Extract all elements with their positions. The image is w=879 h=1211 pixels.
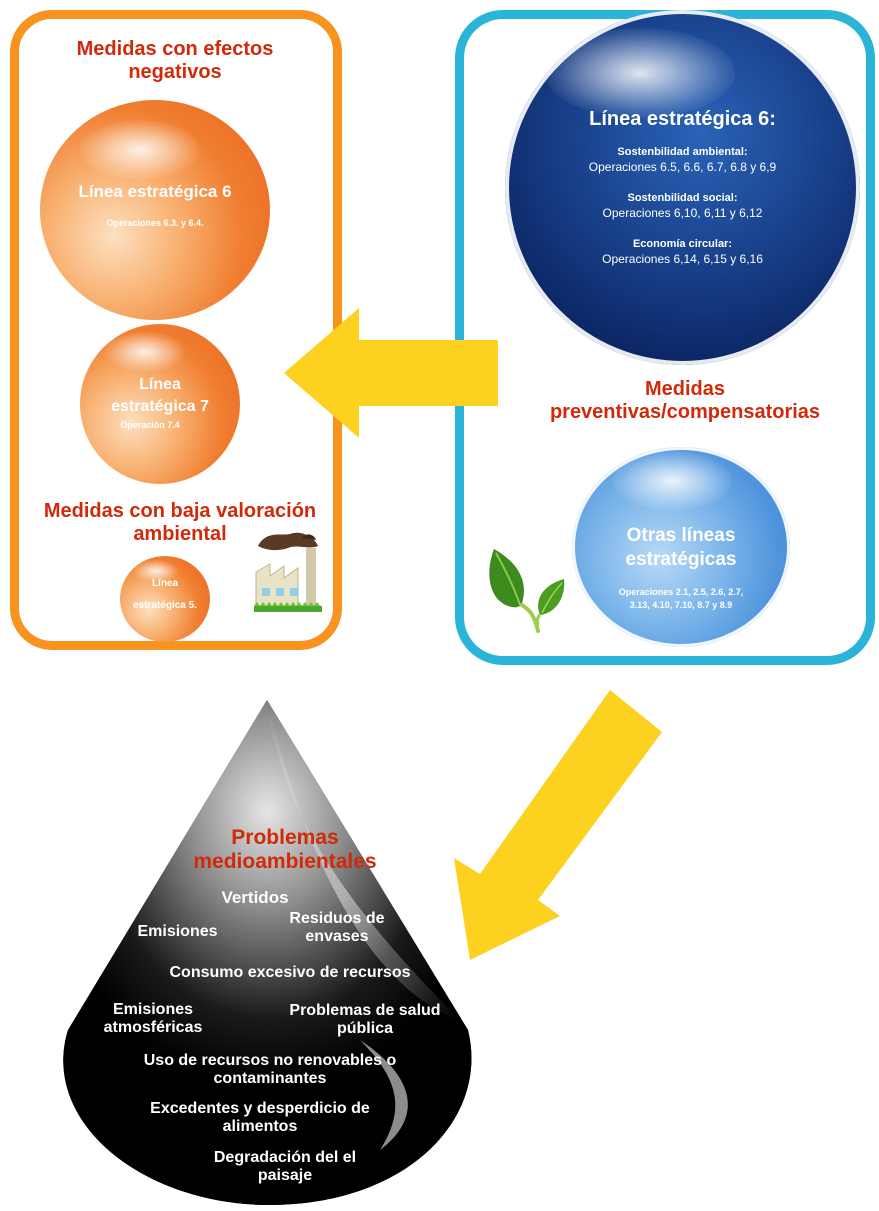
low-value-measures-heading: Medidas con baja valoración ambiental <box>43 500 317 545</box>
problem-emisiones-atm: Emisiones atmosféricas <box>103 1001 203 1037</box>
problem-salud: Problemas de salud pública <box>289 1002 441 1038</box>
problem-consumo: Consumo excesivo de recursos <box>169 964 411 981</box>
problem-residuos: Residuos de envases <box>289 910 385 946</box>
environmental-problems-drop <box>63 700 472 1205</box>
factory-icon <box>254 532 322 612</box>
arrow-left-icon <box>284 308 498 438</box>
preventive-measures-heading: Medidas preventivas/compensatorias <box>549 378 821 423</box>
negative-measures-heading: Medidas con efectos negativos <box>76 38 274 83</box>
problem-vertidos: Vertidos <box>221 888 289 907</box>
sphere-linea-5: Línea estratégica 5. <box>120 556 210 642</box>
problem-emisiones: Emisiones <box>137 923 218 940</box>
sphere-otras-lineas: Otras líneas estratégicas Operaciones 2.… <box>572 447 790 647</box>
problem-degradacion: Degradación del el paisaje <box>213 1149 357 1185</box>
sphere-linea-7: Línea estratégica 7 Operación 7.4 <box>80 324 240 484</box>
problem-uso-recursos: Uso de recursos no renovables o contamin… <box>143 1052 397 1088</box>
leaf-sprout-icon <box>489 549 565 633</box>
sphere-linea-6-preventive: Línea estratégica 6: Sostenbilidad ambie… <box>505 10 860 365</box>
problem-excedentes: Excedentes y desperdicio de alimentos <box>150 1100 370 1136</box>
arrow-diagonal-icon <box>454 690 662 960</box>
sphere-linea-6-negative: Línea estratégica 6 Operaciones 6.3. y 6… <box>40 100 270 320</box>
cone-title: Problemas medioambientales <box>193 826 377 874</box>
